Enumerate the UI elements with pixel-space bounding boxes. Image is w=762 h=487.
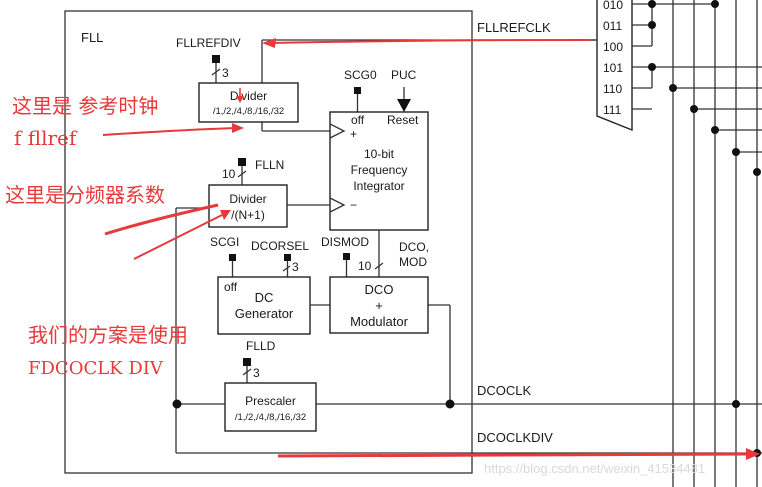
dc-gen-off: off — [224, 280, 238, 294]
dco-mod-label2: MOD — [399, 255, 427, 269]
fllrefclk-label: FLLREFCLK — [477, 20, 551, 35]
annotation-fllref: f fllref — [14, 126, 78, 150]
fllrefdiv-label: FLLREFDIV — [176, 36, 241, 50]
puc-label: PUC — [391, 68, 417, 82]
puc-arrow-icon — [397, 99, 411, 112]
scg1-register-icon — [229, 254, 236, 261]
mux-input-110: 110 — [603, 82, 622, 96]
red-annotation-arrows — [102, 38, 760, 460]
dcoclk-label: DCOCLK — [477, 383, 532, 398]
integrator-minus: − — [350, 198, 357, 212]
divider-n-block — [208, 184, 288, 228]
dcoclkdiv-label: DCOCLKDIV — [477, 430, 553, 445]
watermark: https://blog.csdn.net/weixin_41534481 — [484, 461, 705, 476]
bus-width-3a: 3 — [222, 66, 229, 80]
prescaler-title: Prescaler — [245, 394, 296, 408]
bus-slash-icon — [211, 68, 221, 76]
mux-input-111: 111 — [603, 103, 622, 117]
dco-line2: + — [375, 298, 383, 313]
bus-width-3b: 3 — [292, 260, 299, 274]
junction-dot — [172, 399, 182, 409]
frequency-integrator-block — [329, 111, 429, 231]
prescaler-block — [224, 382, 317, 432]
divider-ref-ratios: /1,/2,/4,/8,/16,/32 — [213, 106, 284, 117]
divider-n-title: Divider — [229, 192, 266, 206]
dismod-register-icon — [343, 253, 350, 260]
integrator-reset: Reset — [387, 113, 419, 127]
dismod-label: DISMOD — [321, 235, 369, 249]
integrator-line2: Frequency — [351, 163, 408, 177]
scg0-register-icon — [354, 87, 361, 94]
bus-slash-icon — [282, 265, 291, 272]
mux-input-011: 011 — [603, 19, 622, 33]
annotation-fdcoclk-div: FDCOCLK DIV — [28, 358, 164, 379]
mux-input-101: 101 — [603, 61, 623, 75]
bus-slash-icon — [374, 262, 384, 270]
annotation-reference-clock: 这里是 参考时钟 — [12, 94, 158, 118]
annotation-divider-coefficient: 这里是分频器系数 — [5, 183, 165, 207]
scg1-label: SCGI — [210, 235, 239, 249]
bus-width-3c: 3 — [253, 366, 260, 380]
bus-slash-icon — [242, 368, 252, 376]
divider-n-ratio: /(N+1) — [231, 208, 265, 222]
annotation-our-scheme: 我们的方案是使用 — [28, 323, 188, 347]
prescaler-ratios: /1,/2,/4,/8,/16,/32 — [235, 412, 306, 423]
dcorsel-label: DCORSEL — [251, 239, 309, 253]
junction-dot — [445, 399, 455, 409]
divider-ref-title: Divider — [230, 89, 267, 103]
dco-line3: Modulator — [350, 314, 408, 329]
fll-label: FLL — [81, 30, 103, 45]
mux-input-100: 100 — [603, 40, 623, 54]
flld-label: FLLD — [246, 339, 276, 353]
integrator-line1: 10-bit — [364, 147, 395, 161]
flln-label: FLLN — [255, 158, 284, 172]
bus-width-10a: 10 — [222, 167, 236, 181]
integrator-plus: + — [350, 127, 357, 141]
bus-width-10b: 10 — [358, 259, 372, 273]
bus-slash-icon — [237, 170, 247, 178]
dco-mod-label1: DCO, — [399, 240, 429, 254]
mux-junctions — [648, 0, 761, 457]
dc-gen-line2: Generator — [235, 306, 294, 321]
divider-ref-block — [198, 82, 299, 123]
fll-frame — [64, 10, 473, 474]
fllrefdiv-register-icon — [212, 55, 220, 63]
flld-register-icon — [243, 358, 251, 366]
plus-input-icon — [329, 123, 346, 139]
minus-input-icon — [329, 197, 346, 213]
integrator-line3: Integrator — [353, 179, 404, 193]
dcorsel-register-icon — [284, 254, 291, 261]
dc-gen-line1: DC — [255, 290, 274, 305]
mux-inputs: 010 011 100 101 110 111 — [603, 0, 623, 117]
dco-modulator-block — [329, 276, 429, 334]
mux-wiring — [632, 0, 762, 487]
integrator-off: off — [351, 113, 365, 127]
dco-line1: DCO — [365, 282, 394, 297]
clock-mux — [596, 0, 633, 132]
mux-input-010: 010 — [603, 0, 623, 12]
scg0-label: SCG0 — [344, 68, 377, 82]
flln-register-icon — [238, 158, 246, 166]
